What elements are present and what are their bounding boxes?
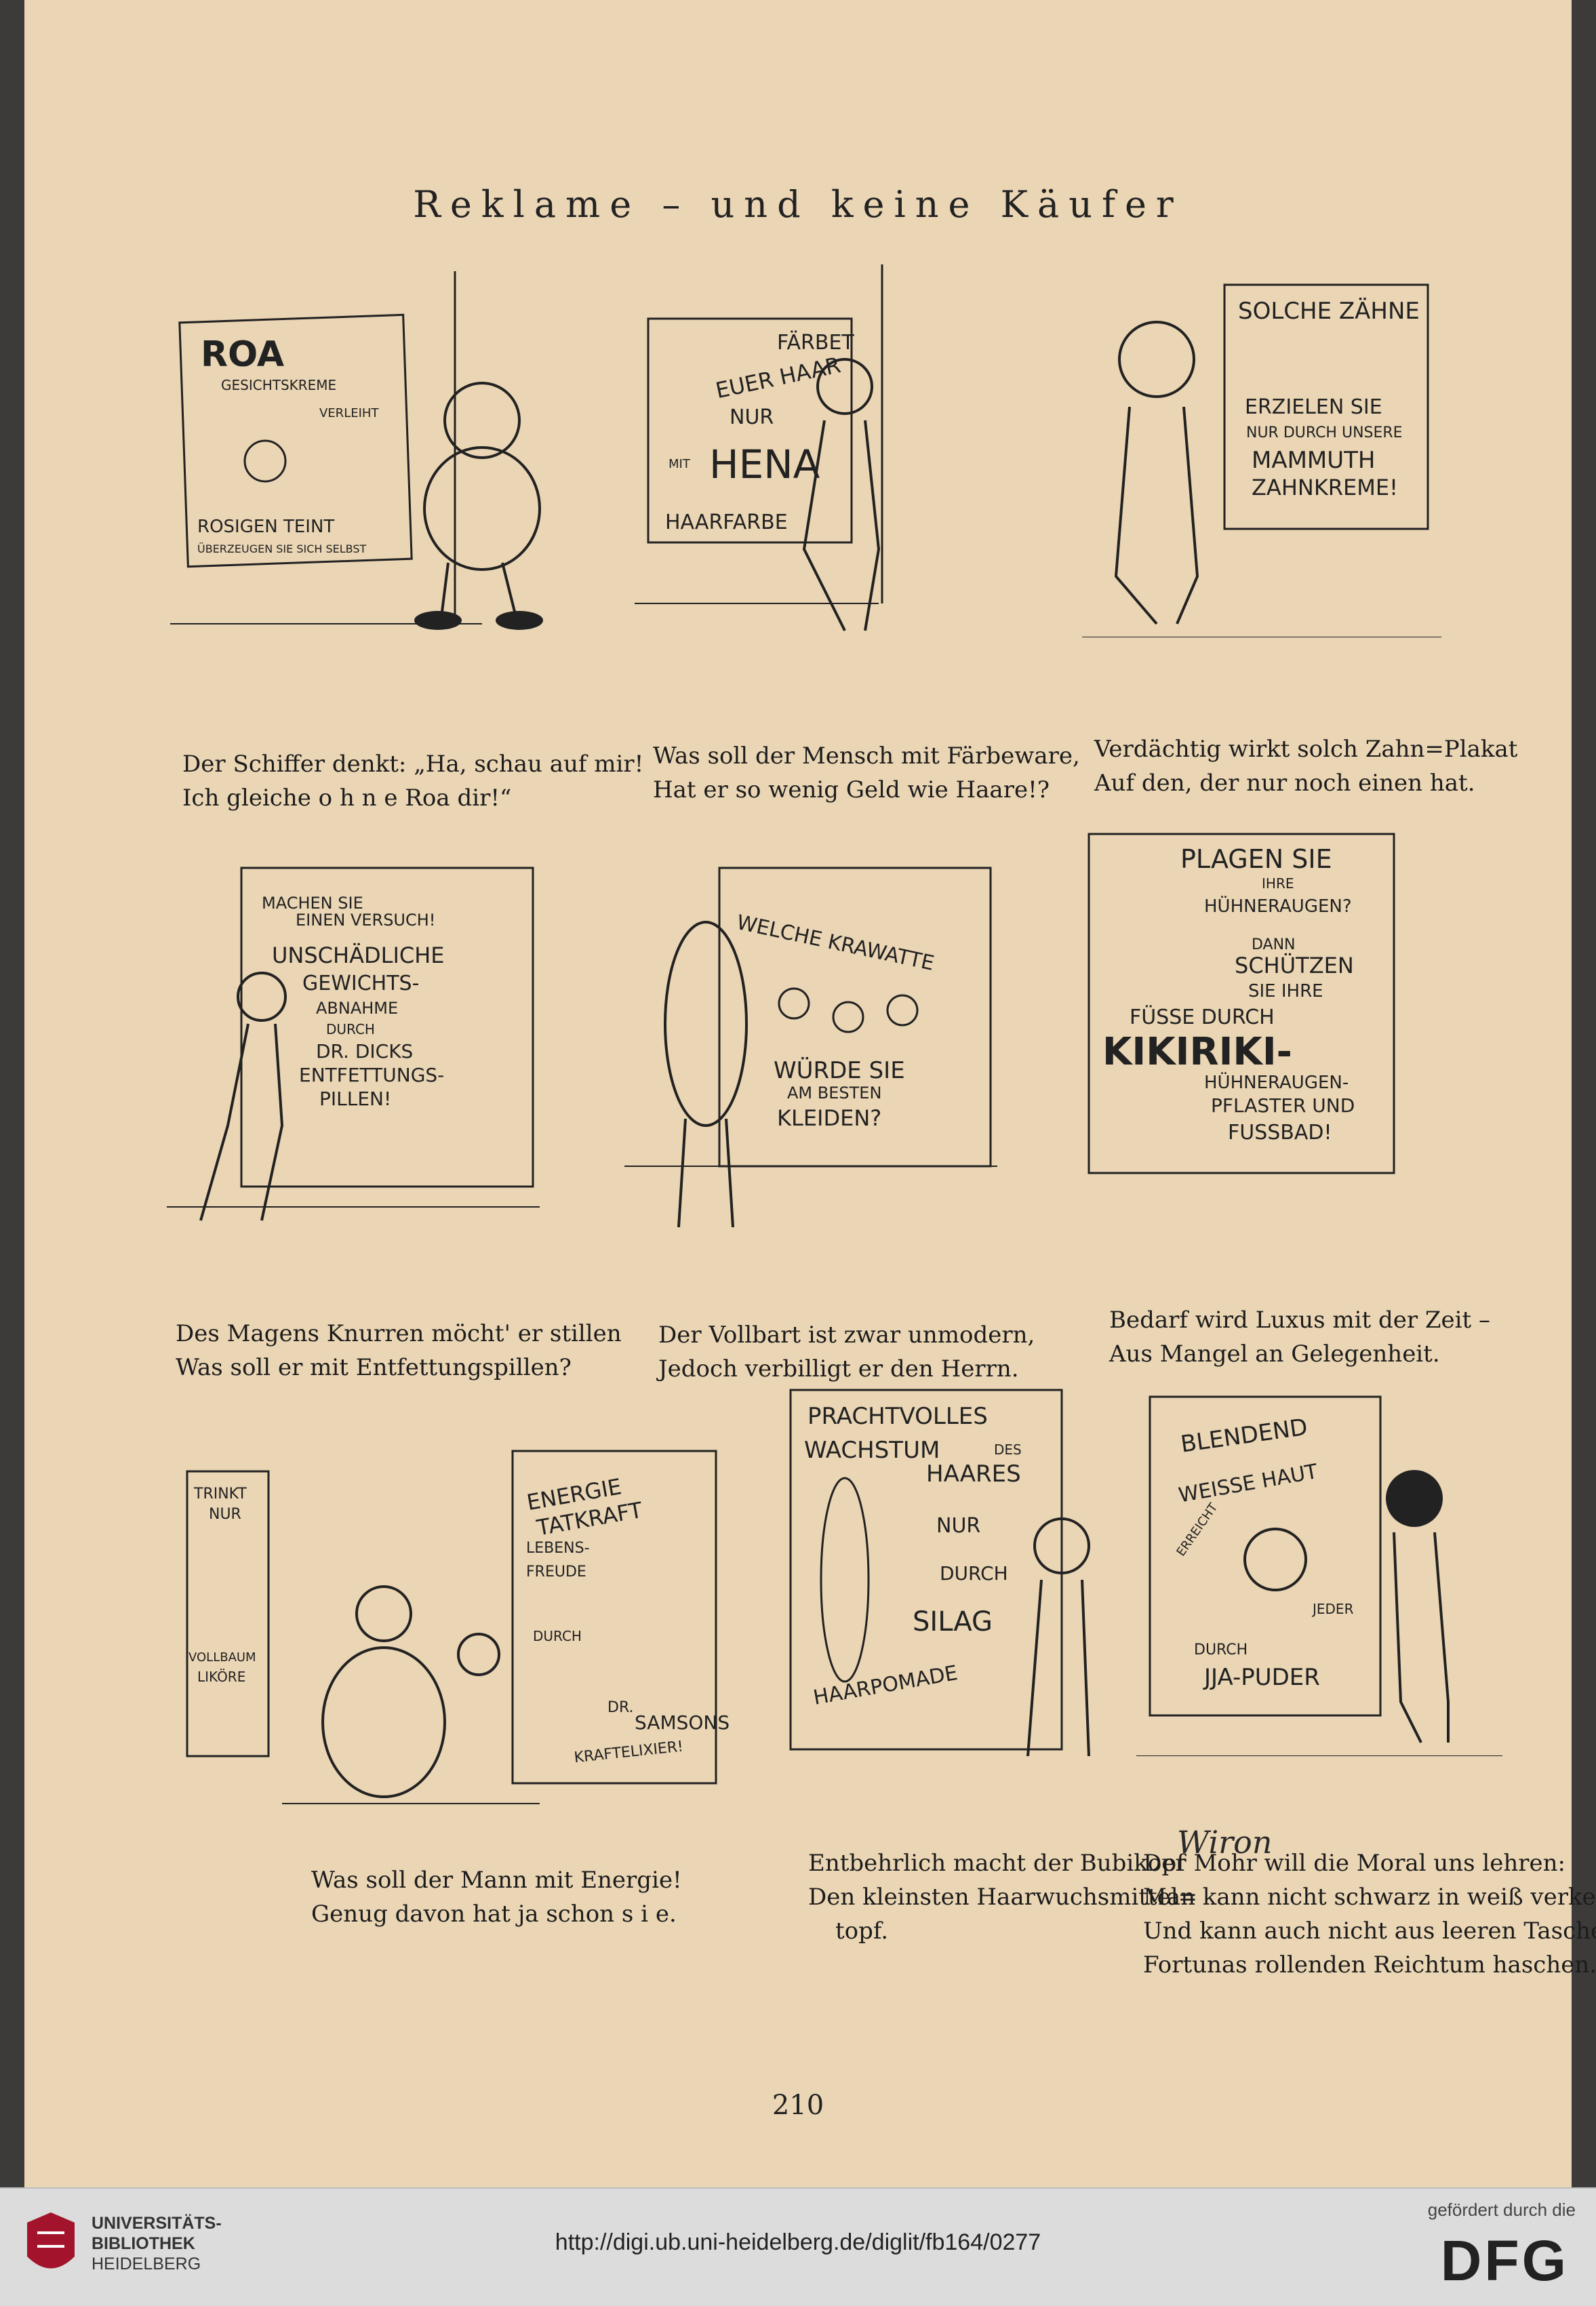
poster-text: WÜRDE SIE	[774, 1056, 905, 1084]
funding-note: gefördert durch die	[1427, 2200, 1576, 2220]
poster-text: DR. DICKS	[316, 1040, 413, 1062]
poster-text: HAARFARBE	[665, 511, 788, 534]
poster-text: ABNAHME	[316, 999, 398, 1018]
cartoon-panel-hena: FÄRBET EUER HAAR NUR MIT HENA HAARFARBE	[621, 264, 1001, 644]
poster-text: DURCH	[1194, 1642, 1248, 1658]
poster-text: GESICHTSKREME	[221, 377, 336, 393]
dfg-logo: DFG	[1440, 2229, 1569, 2292]
university-seal-icon	[27, 2212, 75, 2269]
poster-text: AM BESTEN	[787, 1084, 881, 1102]
poster-text: LIKÖRE	[197, 1669, 245, 1685]
poster-text: DANN	[1252, 936, 1296, 953]
caption-kikiriki: Bedarf wird Luxus mit der Zeit –Aus Mang…	[1109, 1307, 1491, 1368]
caption-jja: Der Mohr will die Moral uns lehren:Man k…	[1143, 1850, 1596, 1979]
page-number: 210	[772, 2090, 824, 2121]
scanned-page: Reklame – und keine Käufer ROA GESICHTSK…	[24, 0, 1596, 2187]
poster-text: SIE IHRE	[1248, 981, 1323, 1001]
poster-text: LEBENS-	[526, 1540, 590, 1557]
poster-text: FÄRBET	[777, 330, 854, 355]
footer-bar: UNIVERSITÄTS- BIBLIOTHEK HEIDELBERG http…	[0, 2187, 1596, 2306]
poster-text: ENTFETTUNGS-	[299, 1064, 444, 1086]
cartoon-panel-mammuth: SOLCHE ZÄHNE ERZIELEN SIE NUR DURCH UNSE…	[1069, 258, 1448, 637]
poster-text: DURCH	[533, 1628, 582, 1644]
cartoon-panel-jja: BLENDEND WEISSE HAUT ERREICHT JEDER DURC…	[1130, 1376, 1509, 1756]
artist-signature: Wiron	[1177, 1824, 1273, 1861]
source-url-link[interactable]: http://digi.ub.uni-heidelberg.de/diglit/…	[555, 2229, 1041, 2255]
poster-text: HÜHNERAUGEN?	[1204, 895, 1352, 917]
poster-text: ROSIGEN TEINT	[197, 517, 334, 537]
poster-text: ROA	[201, 334, 284, 375]
poster-text: MACHEN SIE	[262, 894, 363, 913]
caption-krawatte: Der Vollbart ist zwar unmodern,Jedoch ve…	[658, 1321, 1035, 1383]
cartoon-panel-samsons: TRINKT NUR VOLLBAUM LIKÖRE ENERGIE TATKR…	[160, 1437, 743, 1817]
poster-text: ÜBERZEUGEN SIE SICH SELBST	[197, 542, 367, 555]
poster-text: MAMMUTH	[1252, 447, 1375, 474]
poster-text: FREUDE	[526, 1564, 586, 1581]
caption-samsons: Was soll der Mann mit Energie!Genug davo…	[311, 1867, 682, 1928]
cartoon-panel-kikiriki: PLAGEN SIE IHRE HÜHNERAUGEN? DANN SCHÜTZ…	[1062, 820, 1441, 1200]
poster-text: HAARES	[926, 1460, 1021, 1488]
poster-text: SCHÜTZEN	[1235, 953, 1354, 978]
poster-text: IHRE	[1262, 875, 1294, 892]
poster-text: EINEN VERSUCH!	[296, 911, 435, 930]
poster-text: TRINKT	[193, 1486, 247, 1503]
poster-text: ERZIELEN SIE	[1245, 395, 1382, 419]
poster-text: PILLEN!	[319, 1088, 391, 1110]
poster-text: WACHSTUM	[804, 1437, 940, 1464]
poster-text: NUR	[209, 1506, 241, 1523]
poster-text: VOLLBAUM	[188, 1650, 256, 1665]
institution-name: UNIVERSITÄTS- BIBLIOTHEK HEIDELBERG	[92, 2214, 222, 2273]
poster-text: WELCHE KRAWATTE	[734, 911, 936, 976]
poster-text: FUSSBAD!	[1228, 1121, 1332, 1145]
poster-text: ZAHNKREME!	[1252, 475, 1398, 500]
poster-text: NUR DURCH UNSERE	[1246, 424, 1403, 441]
poster-text: DURCH	[940, 1562, 1008, 1585]
poster-text: PRACHTVOLLES	[807, 1403, 988, 1430]
poster-text: MIT	[669, 457, 691, 471]
poster-text: DR.	[607, 1699, 633, 1716]
page-title: Reklame – und keine Käufer	[413, 183, 1183, 226]
poster-text: HÜHNERAUGEN-	[1204, 1071, 1349, 1093]
caption-hena: Was soll der Mensch mit Färbeware,Hat er…	[653, 742, 1080, 803]
poster-text: GEWICHTS-	[302, 972, 419, 995]
poster-text: FÜSSE DURCH	[1130, 1005, 1275, 1029]
caption-roa: Der Schiffer denkt: „Ha, schau auf mir!I…	[182, 751, 644, 812]
poster-text: BLENDEND	[1179, 1414, 1309, 1458]
poster-text: SAMSONS	[635, 1711, 730, 1734]
poster-text: NUR	[936, 1514, 980, 1538]
poster-text: KLEIDEN?	[777, 1105, 881, 1131]
poster-text: JJA-PUDER	[1203, 1664, 1320, 1691]
cartoon-panel-dicks: MACHEN SIE EINEN VERSUCH! UNSCHÄDLICHE G…	[160, 854, 540, 1234]
cartoon-panel-roa: ROA GESICHTSKREME VERLEIHT ROSIGEN TEINT…	[163, 264, 543, 644]
poster-text: SOLCHE ZÄHNE	[1238, 298, 1420, 325]
cartoon-panel-silag: PRACHTVOLLES WACHSTUM DES HAARES NUR DUR…	[770, 1376, 1150, 1756]
poster-text: SILAG	[913, 1606, 993, 1637]
poster-text: WEISSE HAUT	[1177, 1460, 1320, 1508]
poster-text: KIKIRIKI-	[1102, 1030, 1292, 1074]
poster-text: PLAGEN SIE	[1180, 844, 1332, 874]
poster-text: HENA	[709, 441, 820, 488]
poster-text: NUR	[730, 405, 774, 429]
poster-text: ERREICHT	[1174, 1500, 1220, 1559]
poster-text: VERLEIHT	[319, 406, 379, 420]
cartoon-panel-krawatte: WELCHE KRAWATTE WÜRDE SIE AM BESTEN KLEI…	[618, 848, 997, 1227]
poster-text: DES	[994, 1442, 1022, 1458]
poster-text: UNSCHÄDLICHE	[272, 942, 445, 968]
poster-text: EUER HAAR	[713, 352, 843, 403]
poster-text: KRAFTELIXIER!	[574, 1738, 685, 1767]
poster-text: DURCH	[326, 1021, 375, 1037]
poster-text: JEDER	[1311, 1601, 1354, 1617]
poster-text: PFLASTER UND	[1211, 1094, 1355, 1117]
